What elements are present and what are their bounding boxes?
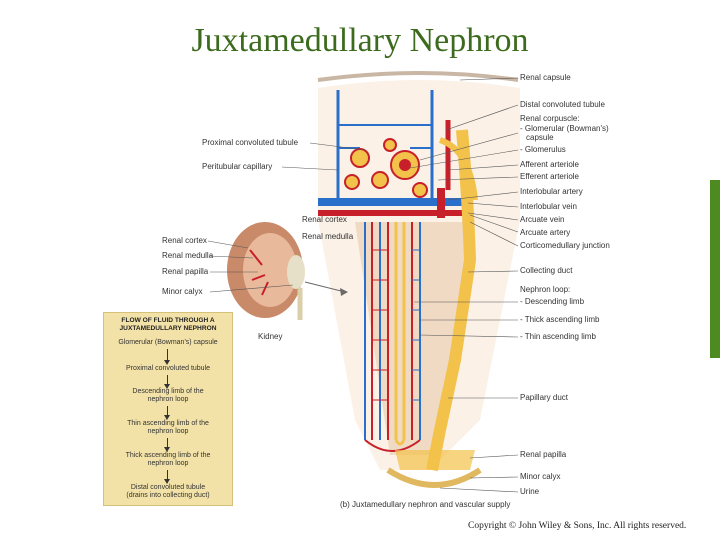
label-capsule-word: capsule (526, 133, 554, 142)
interlobular-artery (437, 188, 445, 218)
label-glomerulus: - Glomerulus (520, 145, 566, 154)
flow-step-descending-b: nephron loop (147, 396, 189, 403)
flow-step-capsule: Glomerular (Bowman's) capsule (118, 339, 218, 346)
label-renal-papilla-left: Renal papilla (162, 267, 209, 276)
label-urine: Urine (520, 487, 540, 496)
label-minor-calyx-left: Minor calyx (162, 287, 203, 296)
label-glomerular-capsule: - Glomerular (Bowman's) (520, 124, 609, 133)
flow-arrow-2 (164, 375, 170, 389)
flow-step-thin-a: Thin ascending limb of the (127, 420, 209, 427)
label-renal-medulla: Renal medulla (162, 251, 214, 260)
label-arcuate-artery: Arcuate artery (520, 228, 571, 237)
flow-heading-1: FLOW OF FLUID THROUGH A (121, 317, 215, 324)
vasa-recta (364, 222, 421, 452)
label-descending-limb: - Descending limb (520, 297, 585, 306)
flow-step-dct-b: (drains into collecting duct) (126, 492, 210, 499)
label-renal-corpuscle: Renal corpuscle: (520, 114, 580, 123)
flow-step-pct: Proximal convoluted tubule (125, 365, 211, 372)
label-papillary-duct: Papillary duct (520, 393, 569, 402)
flow-arrow-1 (164, 349, 170, 365)
flow-arrow-5 (164, 470, 170, 484)
glomerulus-cluster (344, 138, 428, 198)
zoom-arrow (304, 281, 346, 293)
label-renal-cortex: Renal cortex (162, 236, 207, 245)
flow-box: FLOW OF FLUID THROUGH A JUXTAMEDULLARY N… (103, 312, 233, 506)
figure-caption: (b) Juxtamedullary nephron and vascular … (340, 500, 511, 509)
label-proximal-convoluted-tubule: Proximal convoluted tubule (202, 138, 299, 147)
label-minor-calyx-right: Minor calyx (520, 472, 561, 481)
flow-step-dct-a: Distal convoluted tubule (130, 484, 206, 491)
label-interlobular-artery: Interlobular artery (520, 187, 583, 196)
flow-step-descending-a: Descending limb of the (132, 388, 204, 395)
collecting-duct (426, 129, 477, 472)
label-interlobular-vein: Interlobular vein (520, 202, 577, 211)
label-corticomedullary-junction: Corticomedullary junction (520, 241, 610, 250)
copyright-notice: Copyright © John Wiley & Sons, Inc. All … (468, 521, 687, 531)
label-distal-convoluted-tubule: Distal convoluted tubule (520, 100, 605, 109)
label-thick-ascending-limb: - Thick ascending limb (520, 315, 600, 324)
flow-step-thick-a: Thick ascending limb of the (125, 452, 211, 459)
flow-arrow-4 (164, 438, 170, 452)
flow-heading-2: JUXTAMEDULLARY NEPHRON (119, 325, 217, 332)
label-collecting-duct: Collecting duct (520, 266, 573, 275)
label-nephron-loop: Nephron loop: (520, 285, 571, 294)
label-renal-medulla-inner: Renal medulla (302, 232, 354, 241)
label-thin-ascending-limb: - Thin ascending limb (520, 332, 596, 341)
label-kidney: Kidney (258, 332, 283, 341)
minor-calyx-shape (386, 467, 482, 488)
flow-step-thin-b: nephron loop (147, 428, 189, 435)
collecting-duct-upper (438, 137, 478, 201)
arcuate-artery (318, 210, 468, 216)
page-title: Juxtamedullary Nephron (191, 22, 529, 59)
label-efferent-arteriole: Efferent arteriole (520, 172, 579, 181)
label-renal-cortex-inner: Renal cortex (302, 215, 347, 224)
label-afferent-arteriole: Afferent arteriole (520, 160, 579, 169)
label-arcuate-vein: Arcuate vein (520, 215, 565, 224)
renal-capsule-band (317, 71, 519, 82)
renal-papilla-shape (395, 450, 475, 470)
label-renal-papilla-right: Renal papilla (520, 450, 567, 459)
label-peritubular-capillary: Peritubular capillary (202, 162, 273, 171)
flow-arrow-3 (164, 406, 170, 420)
arcuate-vein (318, 198, 468, 206)
accent-bar (710, 180, 720, 358)
kidney-illustration (227, 222, 305, 320)
label-renal-capsule: Renal capsule (520, 73, 571, 82)
flow-step-thick-b: nephron loop (147, 460, 189, 467)
